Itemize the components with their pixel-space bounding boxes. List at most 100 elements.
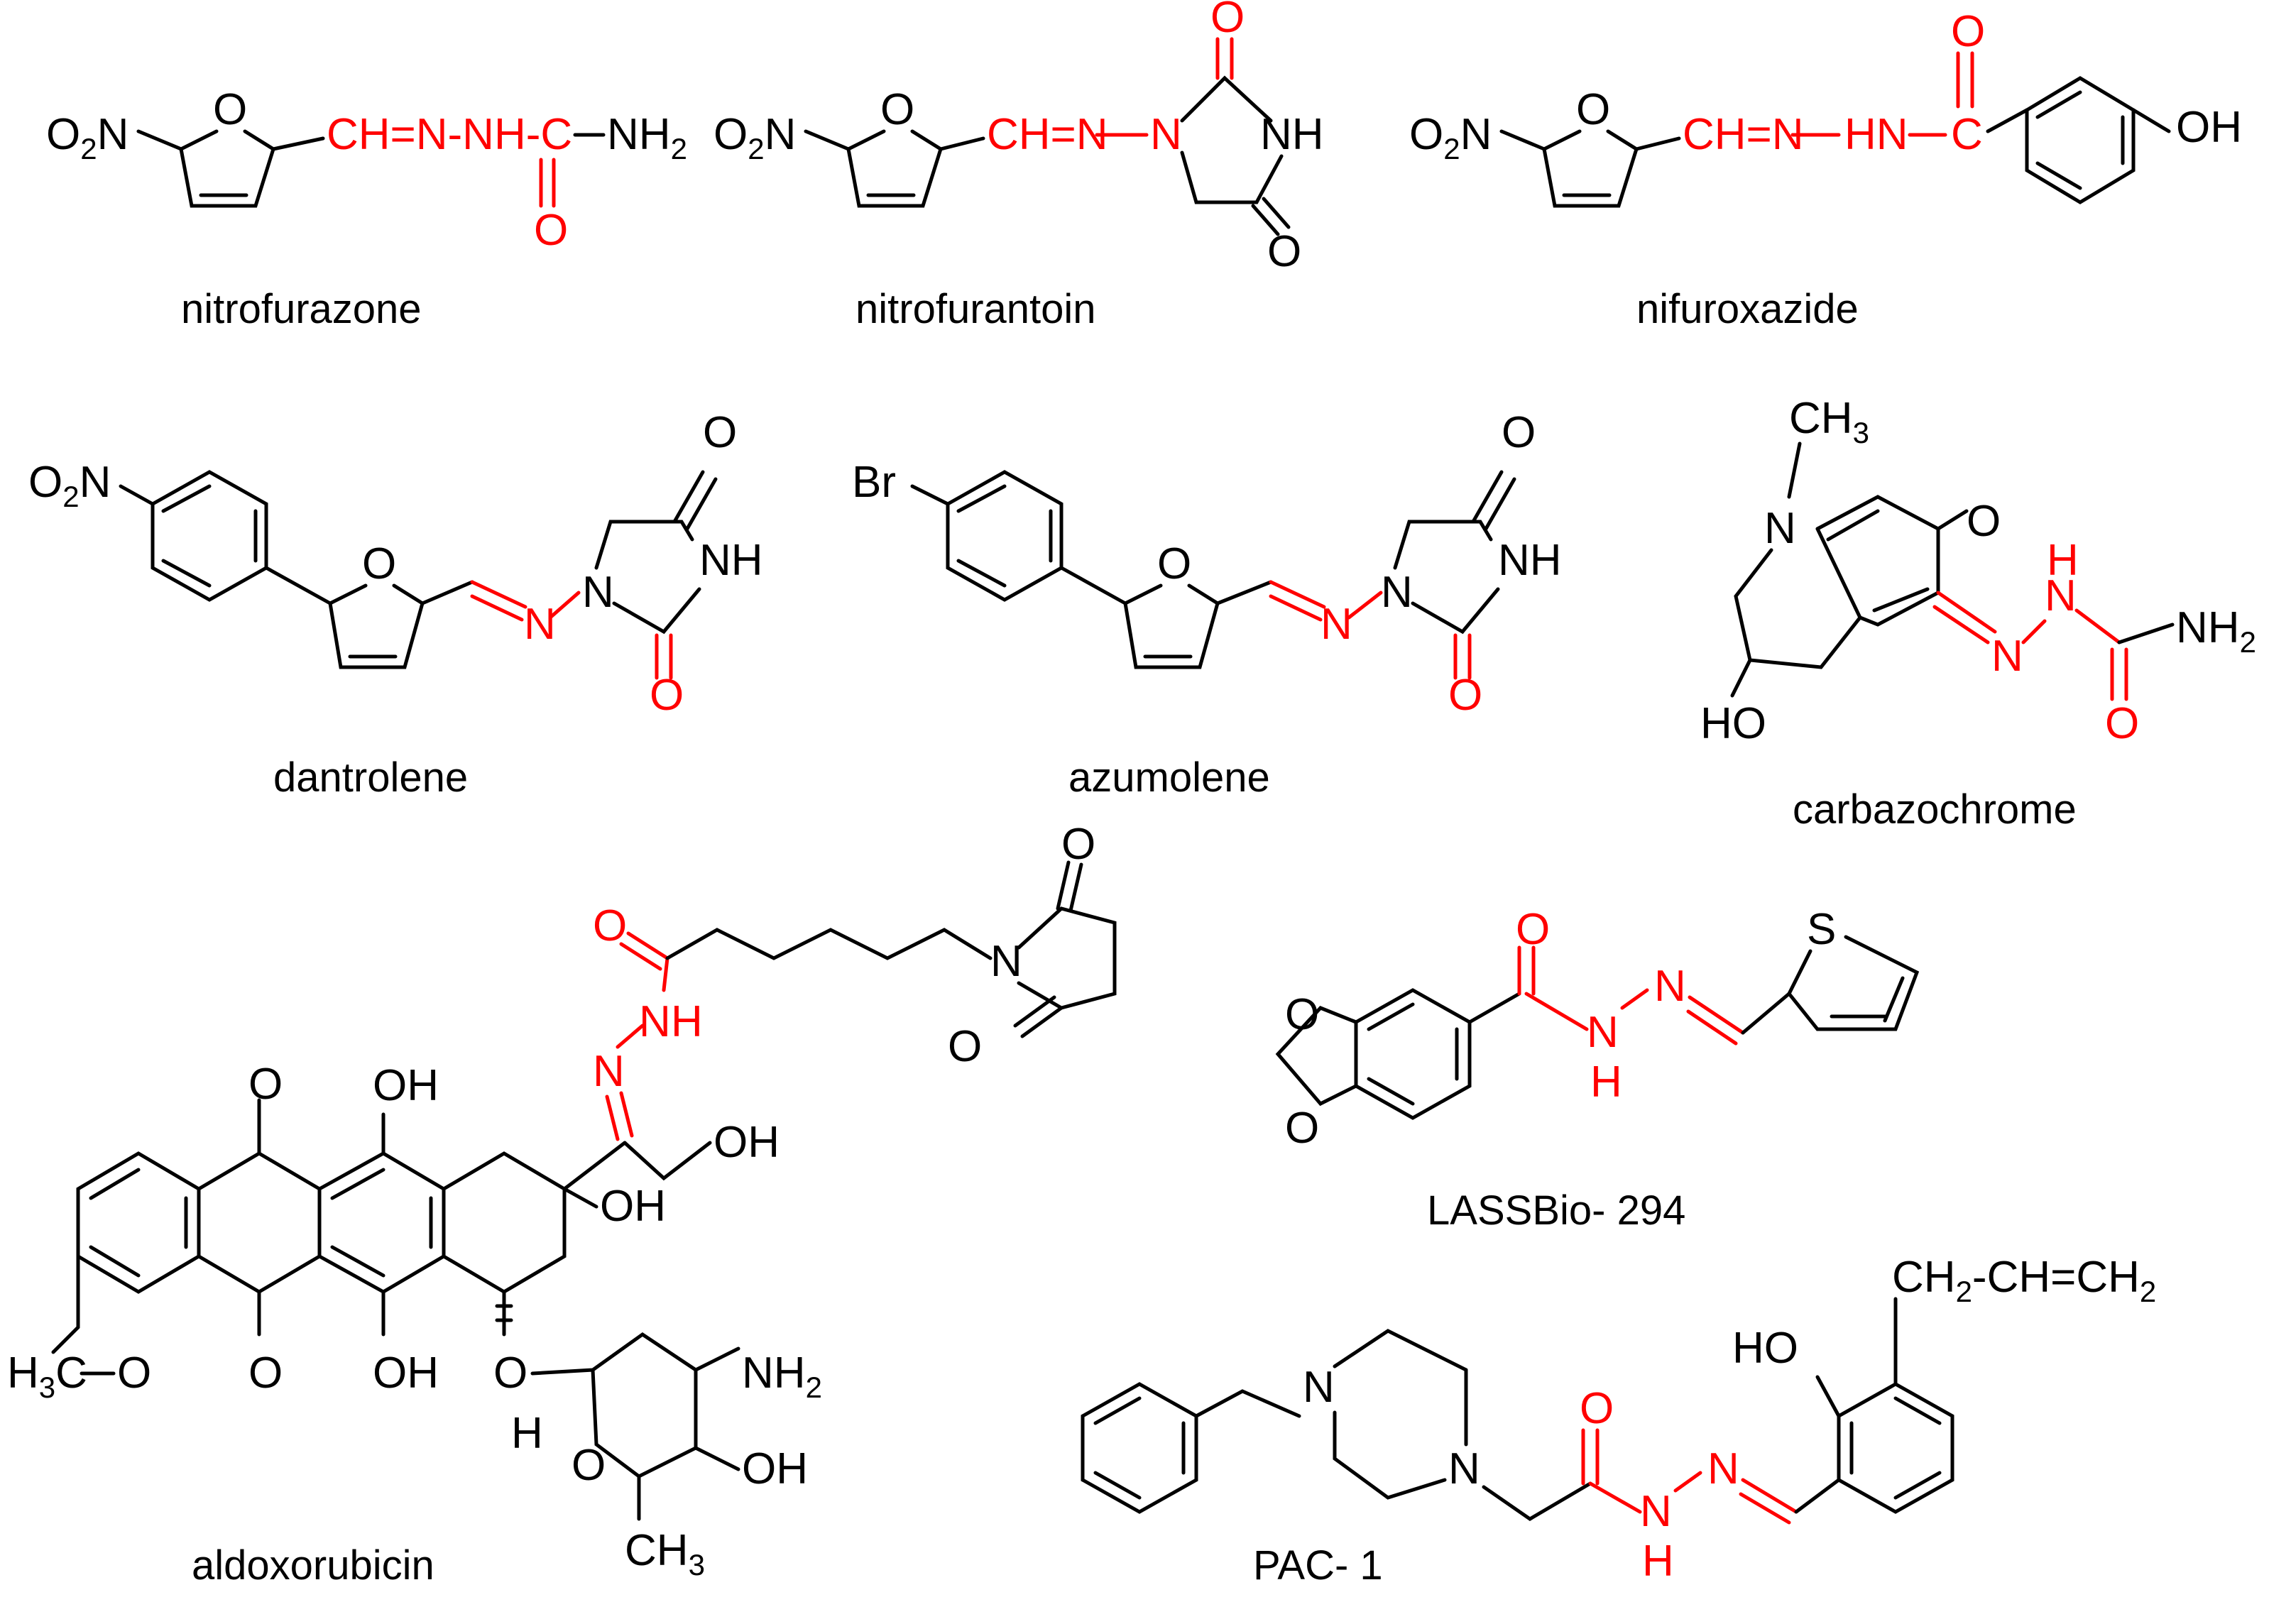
bond bbox=[1794, 1478, 1841, 1514]
bond bbox=[264, 566, 332, 605]
indoline-nitrogen: N bbox=[1764, 504, 1796, 553]
compound-name: nifuroxazide bbox=[1636, 286, 1859, 332]
hydrogen-label: H bbox=[1590, 1058, 1622, 1107]
bond bbox=[1499, 129, 1546, 151]
quinone-ring bbox=[1815, 495, 1940, 627]
compound-name: azumolene bbox=[1068, 755, 1270, 801]
hydrazide-nh: N bbox=[1640, 1487, 1672, 1536]
bromine-label: Br bbox=[852, 458, 896, 507]
bond bbox=[1787, 441, 1802, 499]
structure-nitrofurazone: O2N O CH=N-NH-C O NH2 nitrofurazone bbox=[46, 85, 687, 332]
imine-nitrogen: N bbox=[524, 600, 556, 649]
carbonyl-oxygen: O bbox=[1580, 1384, 1614, 1433]
bond bbox=[548, 591, 581, 620]
carbonyl-bond bbox=[1251, 197, 1291, 236]
carbonyl-oxygen: O bbox=[1061, 820, 1095, 869]
bond bbox=[2021, 619, 2047, 644]
imine-double-bond bbox=[470, 580, 527, 622]
furan-oxygen: O bbox=[213, 85, 247, 134]
dioxole-oxygen: O bbox=[1285, 990, 1319, 1039]
structure-nitrofurantoin: O2N O CH=N N O NH O nitrofurantoin bbox=[713, 0, 1324, 332]
structure-aldoxorubicin: O O OH OH OH OH N N H O N O O H3C O O O … bbox=[7, 820, 1117, 1589]
structure-carbazochrome: CH3 N HO O N N H NH2 O carbazochrome bbox=[1700, 394, 2256, 833]
piperazine-ring bbox=[1333, 1329, 1468, 1500]
imide-nh: NH bbox=[1260, 110, 1324, 159]
furan-oxygen: O bbox=[1576, 85, 1610, 134]
benzene-double-bonds bbox=[161, 484, 258, 588]
succinimide-ring bbox=[1017, 906, 1117, 1010]
imide-nitrogen: N bbox=[1381, 568, 1413, 617]
hydantoin-ring bbox=[594, 520, 701, 635]
imine-nitrogen: N bbox=[1321, 600, 1352, 649]
carbonyl-bond bbox=[619, 931, 669, 971]
hydrazone-nh: N bbox=[2045, 571, 2077, 620]
hydrazone-chain: CH=N-NH-C bbox=[327, 110, 572, 159]
amine-group: NH2 bbox=[2176, 603, 2256, 659]
compound-name: carbazochrome bbox=[1793, 786, 2077, 833]
quinone-oxygen: O bbox=[248, 1349, 283, 1398]
bond bbox=[2131, 108, 2171, 133]
hydrazone-double-bond bbox=[1932, 591, 1997, 644]
sugar-ring-oxygen: O bbox=[572, 1441, 606, 1490]
benzene-double-bonds bbox=[1367, 1002, 1459, 1106]
piperazine-nitrogen: N bbox=[1448, 1444, 1480, 1493]
amine-group: NH2 bbox=[742, 1349, 822, 1404]
methoxy-group: H3C bbox=[7, 1349, 87, 1404]
ring-double-bonds bbox=[1826, 509, 1930, 613]
cyclohexane-ring-d bbox=[442, 1151, 567, 1294]
structure-dantrolene: O2N O N N O NH O dantrolene bbox=[28, 408, 763, 801]
ring-c-double-bonds bbox=[330, 1168, 433, 1278]
alkyl-chain bbox=[665, 928, 993, 960]
benzene-double-bonds bbox=[1093, 1396, 1186, 1500]
glycoside-oxygen: O bbox=[493, 1349, 527, 1398]
imide-nitrogen: N bbox=[990, 937, 1022, 986]
benzyl-bond bbox=[1194, 1389, 1301, 1418]
imide-nh: NH bbox=[699, 536, 763, 585]
bond bbox=[1815, 1375, 1841, 1418]
bond bbox=[136, 129, 183, 151]
allyl-group: CH2-CH=CH2 bbox=[1892, 1253, 2156, 1308]
methyl-group: CH3 bbox=[625, 1526, 705, 1581]
furan-oxygen: O bbox=[1157, 539, 1191, 588]
furan-ring bbox=[846, 129, 943, 208]
bond bbox=[1634, 136, 1681, 151]
amine-group: NH2 bbox=[607, 110, 687, 165]
hydroxyl-group: OH bbox=[373, 1061, 439, 1110]
imide-nitrogen: N bbox=[582, 568, 614, 617]
bond bbox=[1059, 566, 1127, 605]
bond bbox=[939, 136, 985, 151]
imine-nitrogen: N bbox=[1654, 962, 1686, 1011]
carbonyl-oxygen: O bbox=[534, 206, 568, 255]
methoxy-oxygen: O bbox=[117, 1349, 151, 1398]
bond bbox=[1986, 108, 2029, 133]
carbonyl-oxygen: O bbox=[1951, 7, 1985, 56]
structure-lassbio-294: O O O N H N S LASSBio- 294 bbox=[1275, 905, 1920, 1234]
carbonyl-oxygen: O bbox=[1448, 671, 1482, 720]
furan-oxygen: O bbox=[880, 85, 914, 134]
hydroxyl-group: OH bbox=[2176, 103, 2242, 152]
hydrazone-chain: CH=N bbox=[1683, 110, 1804, 159]
bond bbox=[1347, 591, 1383, 620]
furan-ring bbox=[179, 129, 275, 208]
thiophene-double-bonds bbox=[1830, 976, 1905, 1023]
nitro-group-label: O2N bbox=[28, 458, 111, 513]
methyl-group: CH3 bbox=[1789, 394, 1869, 449]
benzene-ring bbox=[1081, 1382, 1198, 1514]
quinone-oxygen: O bbox=[248, 1060, 283, 1109]
hydroxyl-group: HO bbox=[1732, 1324, 1798, 1373]
dioxole-oxygen: O bbox=[1285, 1104, 1319, 1153]
compound-name: dantrolene bbox=[273, 755, 468, 801]
carbonyl-oxygen: O bbox=[1502, 408, 1536, 457]
carbonyl-oxygen: O bbox=[1210, 0, 1245, 42]
carbonyl-oxygen: O bbox=[1267, 227, 1301, 276]
dioxole-ring bbox=[1275, 1006, 1358, 1107]
bond bbox=[910, 484, 950, 506]
carbonyl-oxygen: O bbox=[1967, 497, 2001, 546]
carbonyl-bond bbox=[1936, 509, 1969, 531]
carbonyl-bond bbox=[1215, 37, 1234, 80]
carbonyl-bond bbox=[1956, 51, 1974, 109]
carbonyl-bond bbox=[1581, 1428, 1600, 1486]
hydrogen-label: H bbox=[511, 1409, 543, 1458]
carbonyl-oxygen: O bbox=[703, 408, 737, 457]
carbonyl-oxygen: O bbox=[593, 901, 627, 950]
